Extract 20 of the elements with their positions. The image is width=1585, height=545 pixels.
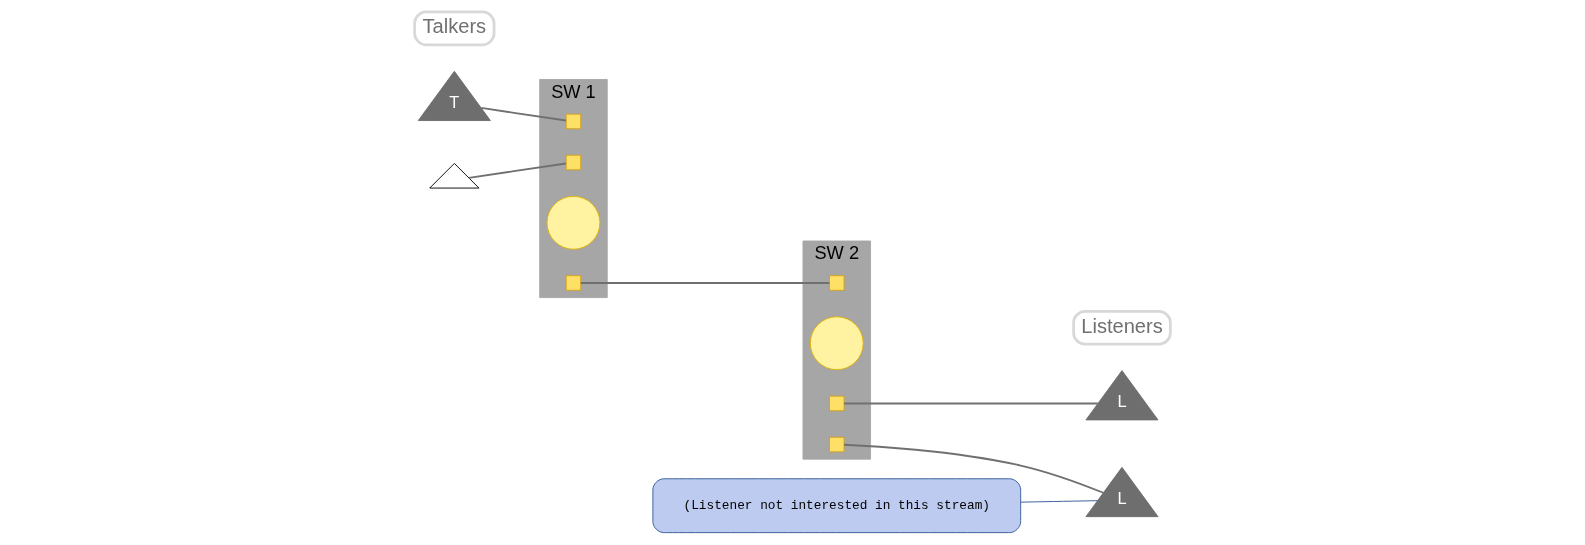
node-box — [829, 275, 845, 291]
connector — [843, 402, 1099, 405]
node-box — [829, 436, 845, 453]
node-box — [829, 395, 845, 412]
connector — [843, 443, 1105, 494]
node-circle — [546, 195, 601, 250]
node-box: (Listener not interested in this stream) — [652, 478, 1022, 534]
node-box: Talkers — [413, 10, 496, 47]
cluster: SW 1 — [539, 79, 608, 299]
connector — [579, 282, 831, 284]
cluster: SW 2 — [802, 240, 871, 460]
node-box: Listeners — [1072, 309, 1172, 346]
node-box — [565, 275, 582, 291]
node-box — [565, 113, 582, 130]
connector — [480, 107, 567, 122]
node-circle — [809, 316, 864, 371]
node-triangle — [429, 162, 480, 189]
connector — [468, 162, 567, 179]
connector — [1020, 500, 1098, 503]
node-box — [565, 154, 582, 171]
